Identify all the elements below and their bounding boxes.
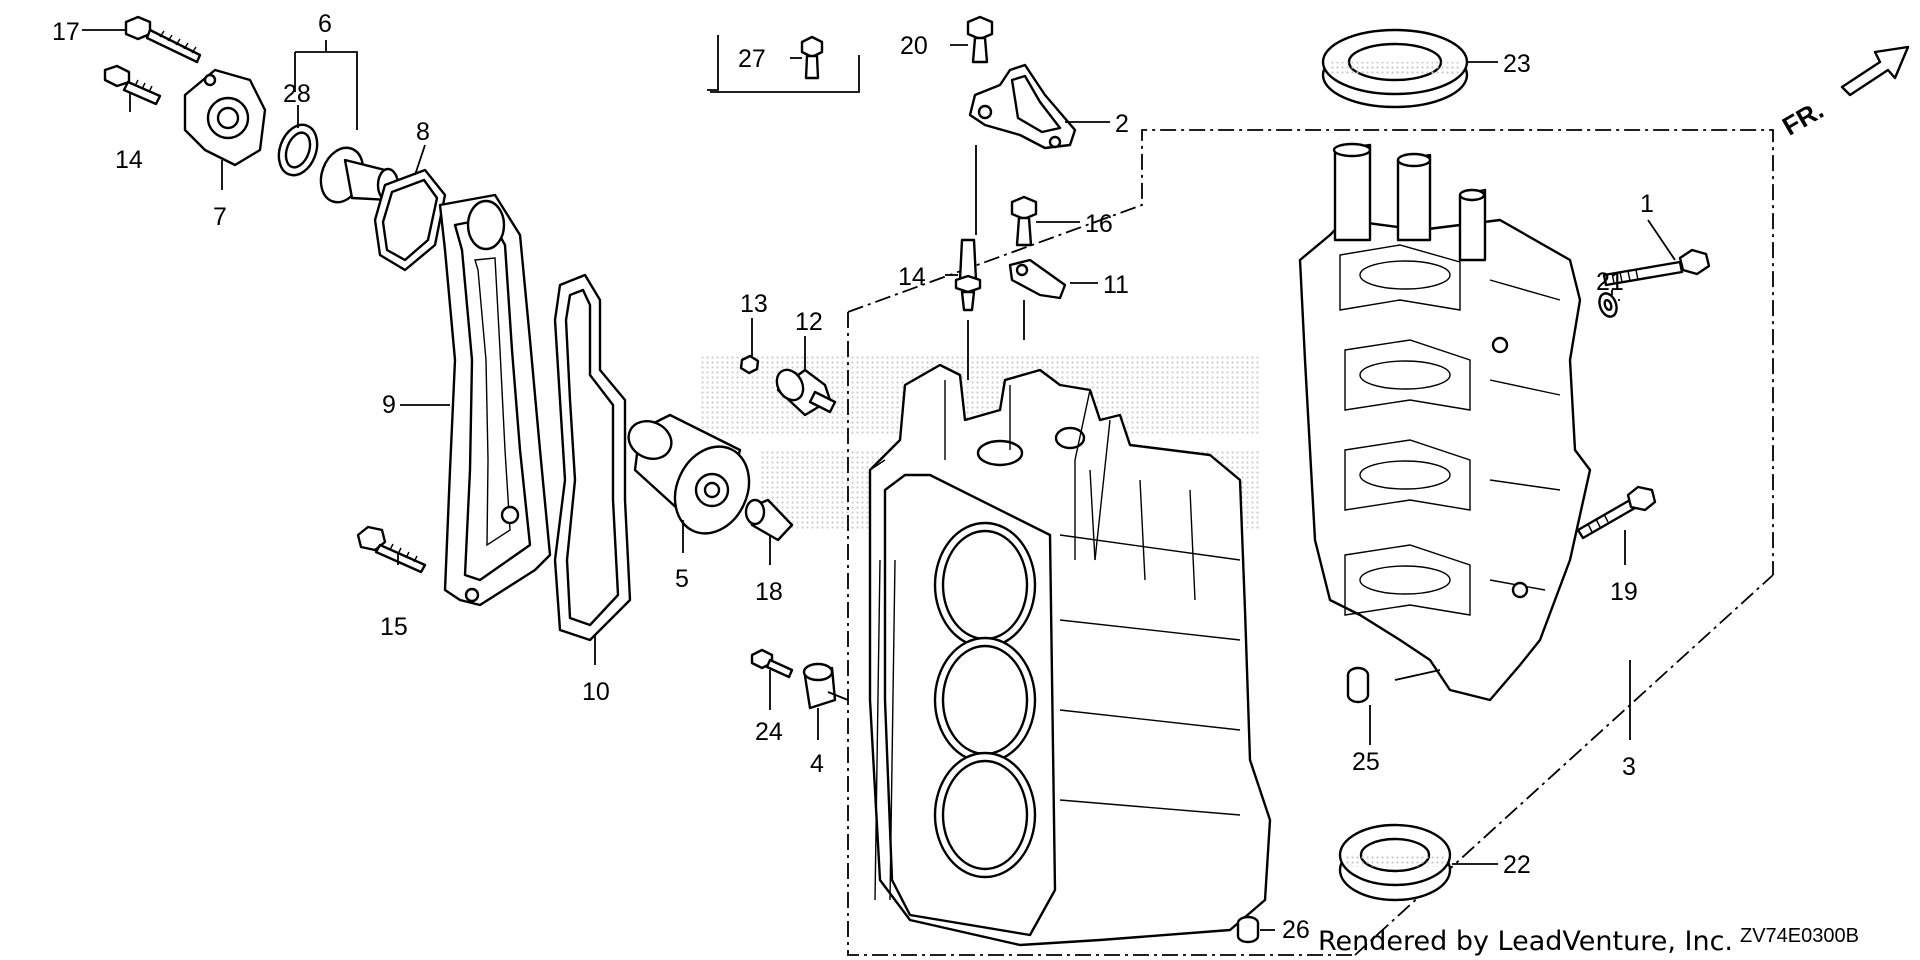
callout-22: 22 <box>1503 851 1531 879</box>
dowel-26 <box>1236 915 1260 944</box>
callout-28: 28 <box>283 80 311 108</box>
group-outline <box>707 35 1774 956</box>
diagram-code: ZV74E0300B <box>1740 925 1859 947</box>
callout-labels: 17 6 28 14 7 8 9 15 10 5 13 12 18 24 4 2… <box>52 10 1654 944</box>
arrow-icon <box>1840 45 1910 97</box>
callout-2: 2 <box>1115 110 1129 138</box>
callout-9: 9 <box>382 391 396 419</box>
bolt-20 <box>966 15 994 64</box>
exhaust-cover-9 <box>438 193 552 607</box>
nipple-18 <box>744 498 794 542</box>
oil-seal-22 <box>1338 823 1452 902</box>
callout-20: 20 <box>900 32 928 60</box>
direction-label: FR. <box>1777 95 1828 142</box>
crankcase-3 <box>1298 142 1592 702</box>
callout-14-center: 14 <box>898 263 926 291</box>
oil-pressure-switch-12 <box>775 368 837 417</box>
callout-16: 16 <box>1085 210 1113 238</box>
oil-filter-5 <box>627 413 751 535</box>
front-direction-indicator: FR. <box>1777 45 1910 142</box>
bolt-19 <box>1576 485 1657 540</box>
stud-14-center <box>954 238 982 312</box>
bolt-16 <box>1010 195 1038 247</box>
bolt-27 <box>800 35 824 80</box>
callout-5: 5 <box>675 565 689 593</box>
rendered-by-text: Rendered by LeadVenture, Inc. <box>1318 926 1733 957</box>
callout-10: 10 <box>582 678 610 706</box>
bracket-2 <box>968 63 1077 150</box>
thermostat-6 <box>319 146 400 204</box>
callout-6: 6 <box>318 10 332 38</box>
callout-1: 1 <box>1640 190 1654 218</box>
bolt-1 <box>1602 248 1711 287</box>
grommet-4 <box>802 662 837 710</box>
callout-15: 15 <box>380 613 408 641</box>
callout-3: 3 <box>1622 753 1636 781</box>
o-ring-28 <box>277 123 319 177</box>
callout-7: 7 <box>213 203 227 231</box>
oil-seal-23 <box>1321 28 1469 109</box>
callout-21: 21 <box>1596 268 1624 296</box>
callout-23: 23 <box>1503 50 1531 78</box>
washer-21 <box>1598 292 1618 318</box>
cylinder-block <box>868 363 1272 947</box>
callout-19: 19 <box>1610 578 1638 606</box>
callout-24: 24 <box>755 718 783 746</box>
gasket-8 <box>373 168 447 272</box>
callout-14-left: 14 <box>115 146 143 174</box>
bolt-24 <box>750 648 794 679</box>
stud-14-left <box>103 64 162 106</box>
gasket-10 <box>553 273 632 642</box>
clip-11 <box>1008 258 1067 300</box>
leader-lines <box>82 29 1676 931</box>
screw-13 <box>739 354 760 375</box>
bolt-15 <box>356 525 427 574</box>
callout-26: 26 <box>1282 916 1310 944</box>
callout-8: 8 <box>416 118 430 146</box>
callout-11: 11 <box>1103 271 1129 299</box>
callout-13: 13 <box>740 290 768 318</box>
callout-18: 18 <box>755 578 783 606</box>
thermostat-cover-7 <box>183 68 267 167</box>
callout-17: 17 <box>52 18 80 46</box>
bolt-17 <box>124 15 202 64</box>
callout-25: 25 <box>1352 748 1380 776</box>
callout-27: 27 <box>738 45 766 73</box>
callout-12: 12 <box>795 308 823 336</box>
callout-4: 4 <box>810 750 824 778</box>
dowel-25 <box>1346 666 1370 704</box>
